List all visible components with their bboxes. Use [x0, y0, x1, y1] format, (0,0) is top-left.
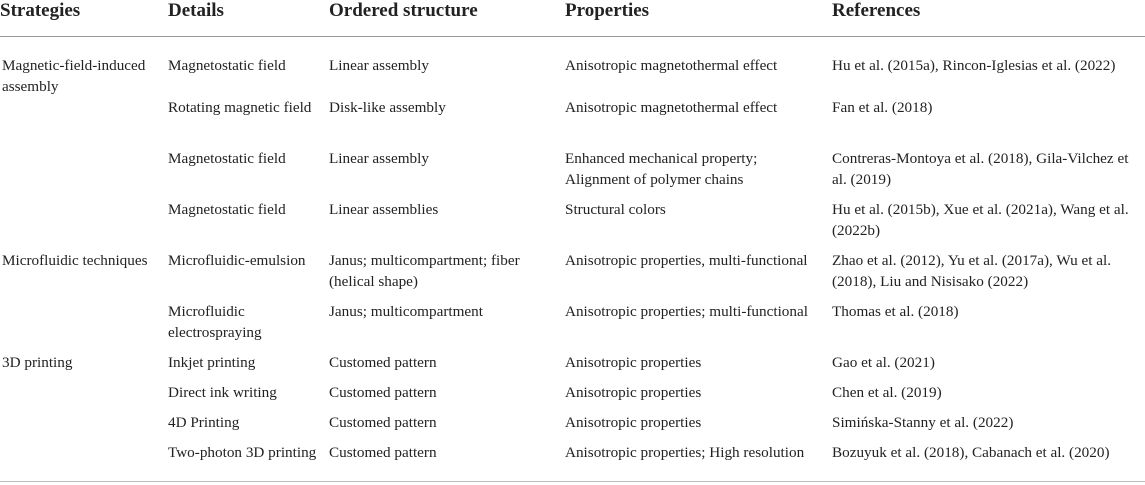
- cell-ordered-structure: Customed pattern: [329, 354, 437, 371]
- cell-strategy: Microfluidic techniques: [2, 252, 148, 269]
- table-row: Direct ink writing Customed pattern Anisot…: [0, 382, 1145, 412]
- cell-details: Magnetostatic field: [168, 57, 286, 74]
- cell-details: Rotating magnetic field: [168, 99, 312, 116]
- cell-strategy: [0, 382, 166, 412]
- cell-references: Bozuyuk et al. (2018), Cabanach et al. (…: [832, 444, 1110, 461]
- cell-strategy: [0, 442, 166, 484]
- cell-details: Magnetostatic field: [168, 201, 286, 218]
- table-row: 3D printing Inkjet printing Customed patte…: [0, 352, 1145, 382]
- cell-strategy: [0, 97, 166, 148]
- cell-properties: Anisotropic magnetothermal effect: [565, 57, 778, 74]
- cell-strategy: [0, 199, 166, 250]
- cell-references: Zhao et al. (2012), Yu et al. (2017a), W…: [832, 252, 1112, 290]
- header-references: References: [832, 0, 921, 21]
- cell-properties: Anisotropic properties: [565, 384, 702, 401]
- cell-references: Hu et al. (2015a), Rincon-Iglesias et al…: [832, 57, 1116, 74]
- cell-ordered-structure: Linear assembly: [329, 57, 429, 74]
- table-row: Magnetic-field-induced assembly Magnetost…: [0, 37, 1145, 98]
- cell-references: Gao et al. (2021): [832, 354, 935, 371]
- table-row: Microfluidic electrospraying Janus; multi…: [0, 301, 1145, 352]
- cell-details: Microfluidic-emulsion: [168, 252, 306, 269]
- cell-ordered-structure: Linear assemblies: [329, 201, 439, 218]
- cell-references: Contreras-Montoya et al. (2018), Gila-Vi…: [832, 150, 1129, 188]
- cell-ordered-structure: Janus; multicompartment; fiber (helical …: [329, 252, 520, 290]
- table-row: Magnetostatic field Linear assemblies Stru…: [0, 199, 1145, 250]
- cell-details: Magnetostatic field: [168, 150, 286, 167]
- cell-references: Simińska-Stanny et al. (2022): [832, 414, 1014, 431]
- table-row: Microfluidic techniques Microfluidic-emul…: [0, 250, 1145, 301]
- cell-properties: Anisotropic properties, multi-functional: [565, 252, 808, 269]
- cell-details: Direct ink writing: [168, 384, 277, 401]
- cell-strategy: [0, 412, 166, 442]
- cell-properties: Anisotropic properties; High resolution: [565, 444, 805, 461]
- cell-properties: Enhanced mechanical property; Alignment …: [565, 150, 758, 188]
- table-row: Rotating magnetic field Disk-like assembl…: [0, 97, 1145, 148]
- cell-references: Hu et al. (2015b), Xue et al. (2021a), W…: [832, 201, 1129, 239]
- cell-properties: Structural colors: [565, 201, 666, 218]
- cell-details: 4D Printing: [168, 414, 240, 431]
- cell-ordered-structure: Customed pattern: [329, 444, 437, 461]
- cell-references: Fan et al. (2018): [832, 99, 933, 116]
- header-properties: Properties: [565, 0, 650, 21]
- header-row: Strategies Details Ordered structure Pro…: [0, 0, 1145, 37]
- bottom-rule: [0, 481, 1145, 482]
- cell-strategy: [0, 301, 166, 352]
- cell-strategy: Magnetic-field-induced assembly: [2, 57, 146, 95]
- cell-strategy: [0, 148, 166, 199]
- cell-details: Two-photon 3D printing: [168, 444, 317, 461]
- cell-properties: Anisotropic magnetothermal effect: [565, 99, 778, 116]
- cell-references: Thomas et al. (2018): [832, 303, 959, 320]
- cell-ordered-structure: Customed pattern: [329, 384, 437, 401]
- cell-details: Inkjet printing: [168, 354, 256, 371]
- cell-ordered-structure: Customed pattern: [329, 414, 437, 431]
- header-details: Details: [168, 0, 224, 21]
- cell-ordered-structure: Disk-like assembly: [329, 99, 446, 116]
- cell-strategy: 3D printing: [2, 354, 73, 371]
- cell-properties: Anisotropic properties: [565, 354, 702, 371]
- table-header: Strategies Details Ordered structure Pro…: [0, 0, 1145, 37]
- header-strategies: Strategies: [0, 0, 81, 21]
- cell-details: Microfluidic electrospraying: [168, 303, 262, 341]
- header-ordered-structure: Ordered structure: [329, 0, 478, 21]
- table-row: Two-photon 3D printing Customed pattern An…: [0, 442, 1145, 484]
- cell-ordered-structure: Linear assembly: [329, 150, 429, 167]
- cell-properties: Anisotropic properties: [565, 414, 702, 431]
- table-row: 4D Printing Customed pattern Anisotropic p…: [0, 412, 1145, 442]
- cell-references: Chen et al. (2019): [832, 384, 942, 401]
- cell-properties: Anisotropic properties; multi-functional: [565, 303, 808, 320]
- table-row: Magnetostatic field Linear assembly Enhanc…: [0, 148, 1145, 199]
- cell-ordered-structure: Janus; multicompartment: [329, 303, 483, 320]
